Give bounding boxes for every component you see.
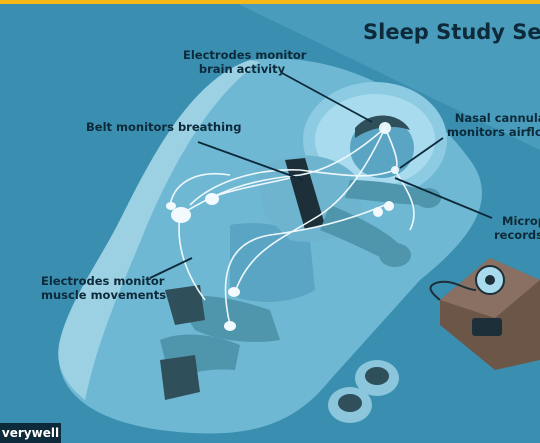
hand-lower — [379, 243, 411, 267]
label-microphone-line-1: Microp — [494, 214, 540, 228]
label-brain-activity: Electrodes monitor brain activity — [183, 48, 301, 76]
label-breathing: Belt monitors breathing — [86, 120, 241, 134]
label-brain-line-1: Electrodes monitor — [183, 48, 301, 62]
label-nasal-cannula: Nasal cannula monitors airflow — [447, 111, 540, 139]
label-nasal-line-2: monitors airflow — [447, 125, 540, 139]
label-muscle-movements: Electrodes monitor muscle movements — [41, 274, 166, 302]
brand-logo: verywell — [0, 423, 61, 443]
accent-bar — [0, 0, 540, 4]
label-muscle-line-1: Electrodes monitor — [41, 274, 166, 288]
label-microphone-line-2: records s — [494, 228, 540, 242]
sock-bottom — [160, 355, 200, 400]
label-muscle-line-2: muscle movements — [41, 288, 166, 302]
label-nasal-line-1: Nasal cannula — [447, 111, 540, 125]
label-microphone: Microp records s — [494, 214, 540, 242]
diagram-title: Sleep Study Set — [363, 20, 540, 44]
label-brain-line-2: brain activity — [183, 62, 301, 76]
